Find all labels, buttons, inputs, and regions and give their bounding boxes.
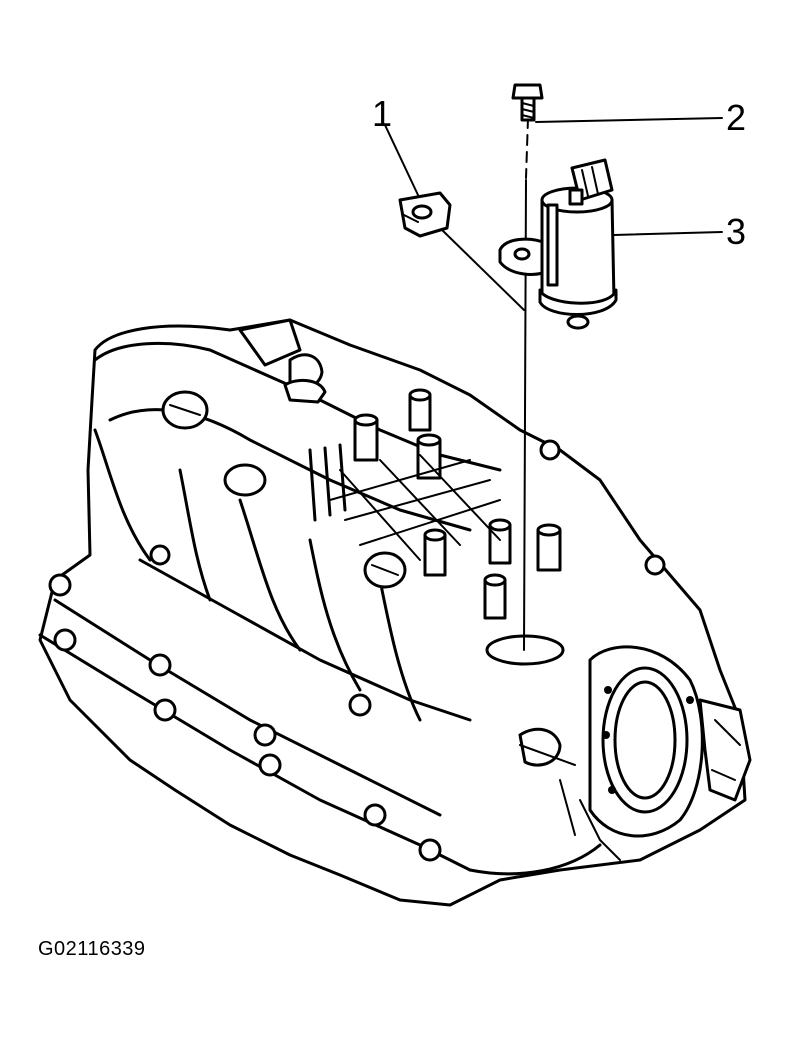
leader-3 bbox=[613, 231, 723, 236]
flange-bolt-bosses bbox=[48, 439, 666, 862]
throttle-body-flange bbox=[588, 645, 704, 838]
actuator-icon bbox=[498, 158, 618, 330]
callout-leaders bbox=[384, 117, 723, 236]
gasket-icon bbox=[398, 191, 452, 238]
figure-id: G02116339 bbox=[38, 938, 146, 960]
callout-3-label: 3 bbox=[726, 211, 747, 252]
callout-1-label: 1 bbox=[372, 93, 393, 134]
manifold-studs bbox=[353, 388, 562, 620]
leader-1 bbox=[384, 124, 419, 196]
bolt-icon bbox=[511, 83, 544, 122]
leader-2 bbox=[535, 117, 723, 123]
intake-manifold-icon bbox=[38, 318, 752, 907]
callout-2-label: 2 bbox=[726, 97, 747, 138]
